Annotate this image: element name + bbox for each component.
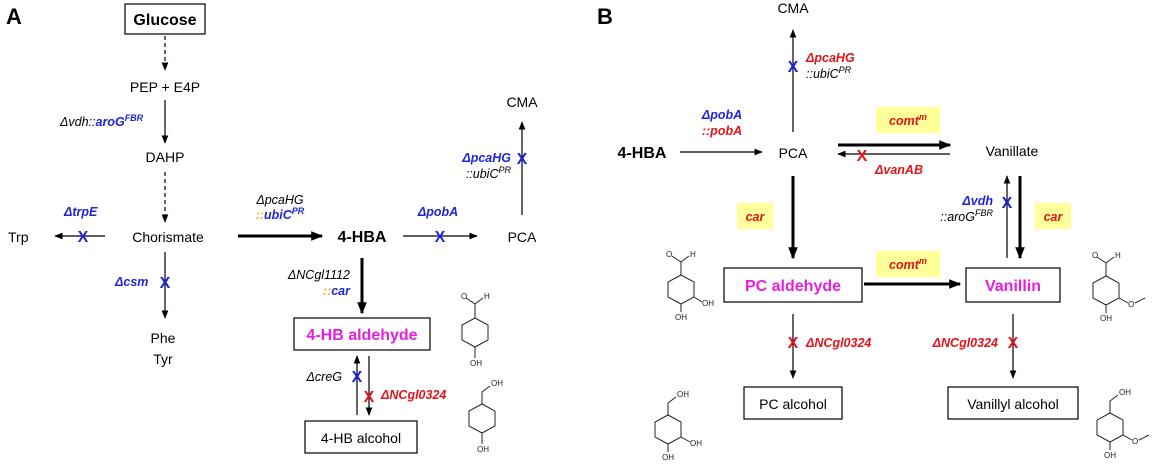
pcahg-annotation-b: ΔpcaHG — [805, 51, 855, 65]
svg-text:H: H — [1115, 251, 1121, 260]
poba2-annotation-b: ::pobA — [702, 124, 742, 138]
svg-text:OH: OH — [702, 299, 714, 308]
ubic-annotation-a: ::ubiCPR — [256, 206, 305, 222]
x-mark-trpe: X — [78, 229, 89, 246]
4hba-label-a: 4-HBA — [338, 229, 387, 246]
pcahg-annotation-a: ΔpcaHG — [255, 193, 304, 207]
trp-label: Trp — [8, 229, 29, 245]
4hb-aldehyde-box — [293, 317, 431, 351]
x-mark-vdh: X — [1002, 195, 1013, 212]
vanillyl-alcohol-structure: OH O OH — [1096, 388, 1150, 460]
creg-annotation: ΔcreG — [306, 370, 343, 384]
svg-text:OH: OH — [677, 390, 689, 399]
vanillate-label: Vanillate — [986, 143, 1039, 159]
pc-aldehyde-structure: O H OH OH — [666, 250, 714, 322]
svg-text:OH: OH — [662, 453, 674, 462]
x-mark-ncgl0324-b1: X — [788, 335, 799, 352]
svg-text:OH: OH — [675, 313, 687, 322]
x-mark-pcahg-b: X — [788, 59, 799, 76]
poba-annotation-a: ΔpobA — [417, 205, 458, 219]
vanillyl-alcohol-box — [947, 386, 1079, 420]
comt-box-top — [876, 107, 940, 133]
tyr-label: Tyr — [153, 351, 173, 367]
4hb-aldehyde-label: 4-HB aldehyde — [306, 327, 417, 344]
x-mark-ncgl0324-a: X — [364, 389, 375, 406]
cma-label-b: CMA — [777, 0, 809, 16]
car-box-right — [1035, 203, 1071, 229]
pc-aldehyde-box — [723, 267, 863, 303]
pcahg2-annotation-a: ΔpcaHG — [461, 151, 511, 165]
x-mark-pcahg-a: X — [517, 151, 528, 168]
panel-a-label: A — [6, 4, 22, 29]
vdh-annotation: Δvdh — [961, 194, 993, 208]
svg-text:O: O — [1128, 300, 1134, 309]
x-mark-vanab: X — [857, 148, 868, 165]
pca-label-a: PCA — [508, 229, 537, 245]
arog-annotation-b: ::aroGFBR — [940, 208, 993, 224]
4hb-alcohol-structure: OH OH — [468, 379, 503, 454]
svg-text:OH: OH — [1119, 388, 1131, 397]
svg-text:O: O — [1092, 251, 1098, 260]
ncgl1112-annotation: ΔNCgl1112 — [287, 268, 350, 282]
x-mark-csm: X — [160, 275, 171, 292]
car-label-left: car — [746, 210, 766, 224]
car-label-right: car — [1044, 210, 1064, 224]
arog-annotation: Δvdh::aroGFBR — [59, 113, 144, 129]
svg-text:OH: OH — [690, 439, 702, 448]
poba-annotation-b: ΔpobA — [701, 108, 742, 122]
4hb-aldehyde-structure: O H OH — [461, 292, 490, 368]
comt-label-bottom: comtm — [889, 256, 927, 272]
x-mark-poba-a: X — [435, 229, 446, 246]
x-mark-creg: X — [352, 369, 363, 386]
4hb-alcohol-label: 4-HB alcohol — [321, 430, 401, 446]
pep-e4p-label: PEP + E4P — [130, 79, 200, 95]
svg-text:O: O — [666, 250, 672, 259]
4hba-label-b: 4-HBA — [618, 145, 667, 162]
comt-label-top: comtm — [889, 112, 927, 128]
ncgl0324-annotation-b1: ΔNCgl0324 — [805, 336, 871, 350]
ubic2-annotation-a: ::ubiCPR — [466, 165, 512, 181]
svg-text:O: O — [1132, 437, 1138, 446]
svg-text:OH: OH — [477, 445, 489, 454]
chorismate-label: Chorismate — [132, 229, 204, 245]
vanab-annotation: ΔvanAB — [874, 163, 923, 177]
svg-text:O: O — [461, 292, 467, 301]
ubic-annotation-b: ::ubiCPR — [806, 65, 852, 81]
pca-label-b: PCA — [779, 145, 808, 161]
car-box-left — [737, 203, 773, 229]
vanillyl-alcohol-label: Vanillyl alcohol — [967, 396, 1059, 412]
pc-alcohol-label: PC alcohol — [759, 396, 827, 412]
glucose-box — [124, 3, 206, 35]
phe-label: Phe — [151, 330, 176, 346]
panel-b-label: B — [597, 4, 613, 29]
svg-text:OH: OH — [1100, 314, 1112, 323]
x-mark-ncgl0324-b2: X — [1008, 335, 1019, 352]
glucose-label: Glucose — [133, 12, 196, 29]
ncgl0324-annotation-b2: ΔNCgl0324 — [932, 336, 998, 350]
trpe-annotation: ΔtrpE — [63, 205, 98, 219]
vanillin-structure: O H O OH — [1092, 251, 1146, 323]
car-annotation-a: ::car — [323, 284, 351, 298]
pc-aldehyde-label: PC aldehyde — [745, 278, 841, 295]
vanillin-box — [965, 267, 1061, 303]
pc-alcohol-structure: OH OH OH — [654, 390, 702, 462]
svg-text:OH: OH — [491, 379, 503, 388]
ncgl0324-annotation-a: ΔNCgl0324 — [380, 388, 446, 402]
4hb-alcohol-box — [304, 420, 418, 454]
svg-text:H: H — [690, 250, 696, 259]
svg-text:OH: OH — [1104, 451, 1116, 460]
comt-box-bottom — [876, 251, 940, 277]
pc-alcohol-box — [743, 386, 843, 420]
dahp-label: DAHP — [146, 149, 185, 165]
cma-label-a: CMA — [506, 94, 538, 110]
svg-text:H: H — [484, 292, 490, 301]
vanillin-label: Vanillin — [985, 278, 1041, 295]
csm-annotation: Δcsm — [114, 275, 148, 289]
svg-text:OH: OH — [470, 359, 482, 368]
